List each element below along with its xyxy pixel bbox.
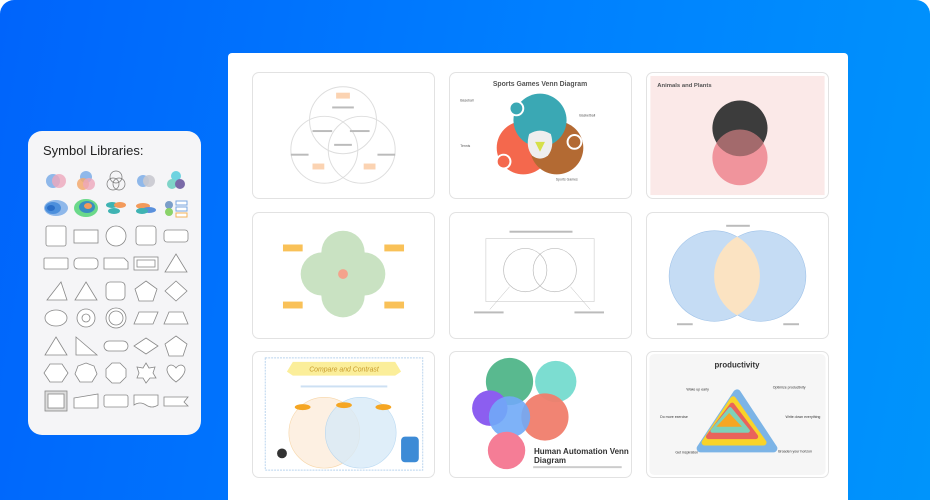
symbol-concentric-ovals-icon[interactable]: [72, 195, 100, 223]
symbol-framed-rectangle-icon[interactable]: [132, 250, 160, 278]
symbol-libraries-panel: Symbol Libraries:: [28, 131, 201, 435]
card-title: Compare and Contrast: [309, 367, 380, 374]
label-broaden-your-horizon: Broaden your horizon: [778, 449, 812, 453]
label-baseball: Baseball: [460, 99, 473, 103]
symbol-ellipse-icon[interactable]: [42, 305, 70, 333]
symbol-snipped-rectangle-icon[interactable]: [102, 250, 130, 278]
symbol-rounded-square-icon[interactable]: [132, 222, 160, 250]
symbol-wave-rectangle-icon[interactable]: [132, 387, 160, 415]
symbol-slanted-rectangle-icon[interactable]: [72, 387, 100, 415]
symbol-grid: [42, 167, 192, 415]
symbol-ring-icon[interactable]: [72, 305, 100, 333]
label-basketball: Basketball: [579, 113, 595, 117]
symbol-octagon-icon[interactable]: [102, 360, 130, 388]
symbol-bevel-square-icon[interactable]: [42, 387, 70, 415]
symbol-rounded-rectangle-icon[interactable]: [162, 222, 190, 250]
label-wake-up-early: Wake up early: [686, 387, 709, 391]
symbol-pentagon-2-icon[interactable]: [162, 332, 190, 360]
symbol-pennant-icon[interactable]: [162, 387, 190, 415]
label-do-more-exercise: Do more exercise: [660, 415, 688, 419]
symbol-wide-rectangle-icon[interactable]: [42, 250, 70, 278]
template-card-venn-4-green[interactable]: [252, 212, 435, 339]
symbol-triangle-3-icon[interactable]: [42, 332, 70, 360]
template-card-compare-and-contrast[interactable]: Compare and Contrast: [252, 351, 435, 478]
symbol-square-icon[interactable]: [42, 222, 70, 250]
symbol-double-circle-icon[interactable]: [102, 305, 130, 333]
label-optimize-productivity: Optimize productivity: [773, 385, 806, 389]
symbol-trapezoid-icon[interactable]: [162, 305, 190, 333]
template-card-venn-2-outline[interactable]: [449, 212, 632, 339]
symbol-venn-3-color-icon[interactable]: [72, 167, 100, 195]
label-get-inspiration: Get inspiration: [675, 450, 698, 454]
card-title: Sports Games Venn Diagram: [493, 81, 587, 88]
template-card-human-automation-venn[interactable]: Human Automation Venn Diagram: [449, 351, 632, 478]
symbol-venn-2-gray-icon[interactable]: [132, 167, 160, 195]
template-card-animals-and-plants[interactable]: Animals and Plants: [646, 72, 829, 199]
template-card-venn-3-outline[interactable]: [252, 72, 435, 199]
template-card-productivity[interactable]: productivity Wake up early Optimize produ…: [646, 351, 829, 478]
symbol-venn-3-outline-icon[interactable]: [102, 167, 130, 195]
symbol-rounded-rectangle-2-icon[interactable]: [102, 387, 130, 415]
symbol-rounded-square-2-icon[interactable]: [102, 277, 130, 305]
card-title: Human Automation Venn Diagram: [534, 447, 629, 465]
symbol-diamond-icon[interactable]: [162, 277, 190, 305]
symbol-stacked-ellipses-1-icon[interactable]: [102, 195, 130, 223]
symbol-rectangle-icon[interactable]: [72, 222, 100, 250]
symbol-diamond-2-icon[interactable]: [132, 332, 160, 360]
symbol-star-icon[interactable]: [132, 360, 160, 388]
symbol-right-triangle-2-icon[interactable]: [72, 332, 100, 360]
symbol-heptagon-icon[interactable]: [72, 360, 100, 388]
symbol-stacked-ellipses-2-icon[interactable]: [132, 195, 160, 223]
symbol-hexagon-icon[interactable]: [42, 360, 70, 388]
label-write-down-everything: Write down everything: [786, 415, 821, 419]
card-title: Animals and Plants: [657, 83, 712, 89]
symbol-venn-2-icon[interactable]: [42, 167, 70, 195]
symbol-circle-icon[interactable]: [102, 222, 130, 250]
symbol-triangle-icon[interactable]: [162, 250, 190, 278]
card-title: productivity: [715, 361, 761, 370]
symbol-nested-ovals-icon[interactable]: [42, 195, 70, 223]
symbol-triangle-2-icon[interactable]: [72, 277, 100, 305]
label-sports-games: Sports Games: [556, 177, 578, 181]
symbol-venn-3-teal-icon[interactable]: [162, 167, 190, 195]
symbol-parallelogram-icon[interactable]: [132, 305, 160, 333]
symbol-rounded-wide-rectangle-icon[interactable]: [72, 250, 100, 278]
symbol-tree-blocks-icon[interactable]: [162, 195, 190, 223]
template-card-venn-2-blue[interactable]: [646, 212, 829, 339]
symbol-pentagon-icon[interactable]: [132, 277, 160, 305]
symbol-heart-icon[interactable]: [162, 360, 190, 388]
symbol-right-triangle-icon[interactable]: [42, 277, 70, 305]
symbol-pill-icon[interactable]: [102, 332, 130, 360]
label-tennis: Tennis: [460, 144, 470, 148]
symbol-libraries-title: Symbol Libraries:: [43, 143, 144, 158]
